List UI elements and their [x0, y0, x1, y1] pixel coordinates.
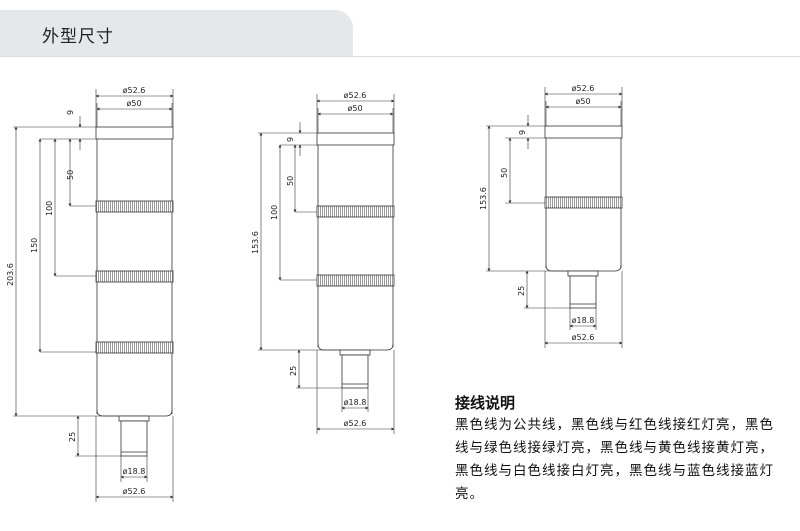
- dim-bottom-diameter: ø52.6: [344, 419, 367, 428]
- mounting-shaft: [341, 354, 369, 389]
- dim-inner-diameter: ø50: [575, 97, 590, 106]
- tower-3-tier: [316, 132, 395, 389]
- wiring-notes-body: 黑色线为公共线，黑色线与红色线接红灯亮，黑色线与绿色线接绿灯亮，黑色线与黄色线接…: [455, 417, 774, 502]
- dim-base-diameter: ø18.8: [344, 398, 367, 407]
- dim-base-diameter: ø18.8: [123, 467, 146, 476]
- mounting-shaft: [120, 420, 148, 457]
- dim-outer-diameter: ø52.6: [123, 86, 146, 95]
- dim-outer-diameter: ø52.6: [344, 91, 367, 100]
- dim-150: 150: [30, 238, 39, 253]
- dim-base-height: 25: [289, 366, 298, 376]
- dim-100: 100: [270, 205, 279, 220]
- dim-base-diameter: ø18.8: [572, 316, 595, 325]
- tier-ring: [95, 341, 174, 354]
- tower-cap: [95, 126, 174, 140]
- dim-cap-height: 9: [286, 137, 295, 142]
- dim-cap-height: 9: [518, 130, 527, 135]
- tier-ring: [316, 205, 395, 218]
- tier-ring: [95, 200, 174, 213]
- tier-ring: [316, 274, 395, 287]
- dim-100: 100: [45, 201, 54, 216]
- dim-total-height: 203.6: [6, 263, 15, 286]
- tower-cap: [544, 125, 623, 139]
- wiring-notes-title: 接线说明: [455, 394, 516, 412]
- tower-cap: [316, 132, 395, 146]
- dim-inner-diameter: ø50: [347, 104, 362, 113]
- tower-2-tier: [544, 125, 623, 309]
- tier-ring: [95, 270, 174, 283]
- tower-4-tier: [95, 126, 174, 457]
- dim-cap-height: 9: [66, 110, 75, 115]
- dim-outer-diameter: ø52.6: [572, 84, 595, 93]
- section-tab: [0, 10, 353, 56]
- tier-ring: [544, 196, 623, 209]
- section-title: 外型尺寸: [42, 27, 114, 47]
- dim-50: 50: [286, 176, 295, 186]
- dim-bottom-diameter: ø52.6: [123, 487, 146, 496]
- dim-50: 50: [66, 170, 75, 180]
- dim-50: 50: [500, 168, 509, 178]
- mounting-shaft: [569, 275, 597, 309]
- dim-base-height: 25: [68, 432, 77, 442]
- dim-inner-diameter: ø50: [126, 99, 141, 108]
- dim-total-height: 153.6: [251, 231, 260, 254]
- dim-base-height: 25: [517, 286, 526, 296]
- header-divider: [0, 56, 800, 57]
- dim-total-height: 153.6: [479, 187, 488, 210]
- dim-bottom-diameter: ø52.6: [572, 333, 595, 342]
